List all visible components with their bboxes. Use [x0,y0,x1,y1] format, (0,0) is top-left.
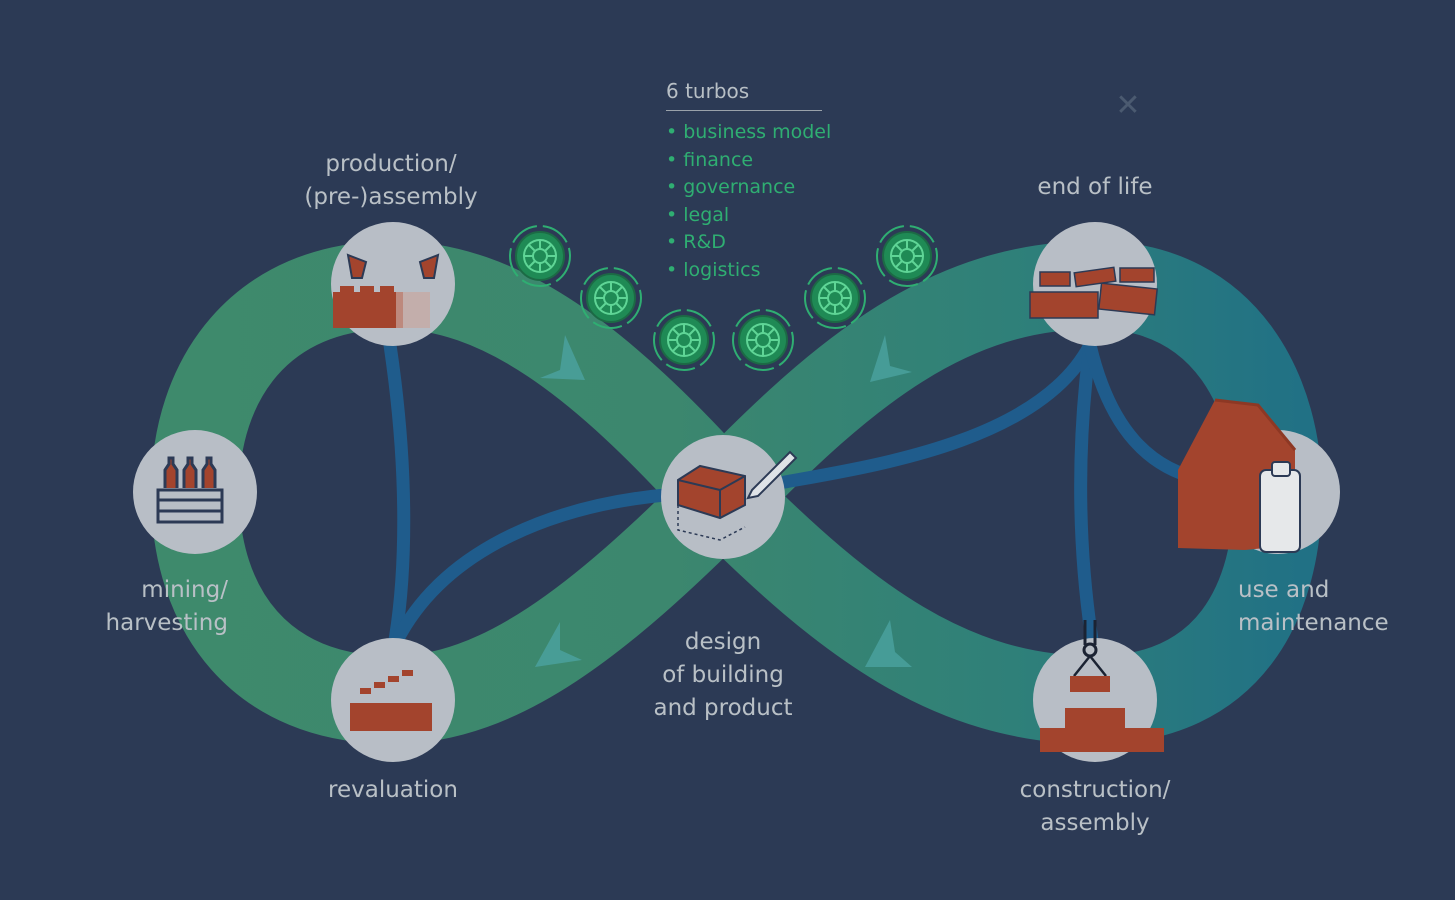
turbo-item: legal [666,202,836,230]
label-production: production/ (pre-)assembly [296,148,486,214]
label-revaluation: revaluation [303,774,483,807]
label-line: design [684,629,762,655]
turbos-title: 6 turbos [666,78,822,111]
label-line: assembly [1040,810,1150,836]
house-figure-icon [1178,398,1301,553]
brick-reuse-icon [350,670,432,731]
bottle-crate-icon [156,456,224,524]
arrow-icon [865,620,912,667]
node-use[interactable] [1178,398,1340,554]
turbo-item: business model [666,119,836,147]
label-use: use and maintenance [1238,574,1418,640]
label-end-of-life: end of life [1010,171,1180,204]
turbo-item: R&D [666,229,836,257]
label-line: construction/ [1019,777,1171,803]
label-line: production/ [325,151,457,177]
label-construction: construction/ assembly [995,774,1195,840]
brick-design-pencil-icon [677,450,798,541]
label-line: of building [662,662,784,688]
arrow-icon [540,335,585,380]
label-line: revaluation [328,777,458,803]
reverse-flow-links [383,338,1212,647]
node-revaluation[interactable] [331,638,455,762]
turbo-item: governance [666,174,836,202]
label-line: (pre-)assembly [304,184,478,210]
close-icon[interactable]: ✕ [1115,88,1141,123]
node-design[interactable] [661,435,798,559]
flow-arrows [535,335,912,667]
label-line: mining/ [141,577,228,603]
turbo-item: finance [666,147,836,175]
label-line: maintenance [1238,610,1389,636]
label-line: end of life [1037,174,1153,200]
label-mining: mining/ harvesting [60,574,228,640]
label-line: and product [653,695,793,721]
turbo-gear-icon [653,309,715,371]
node-production[interactable] [331,222,455,346]
demolished-bricks-icon [1029,266,1159,319]
arrow-icon [870,335,912,382]
node-construction[interactable] [1033,620,1164,762]
crane-bricks-icon [1040,620,1164,752]
turbo-gear-icon [732,309,794,371]
turbos-panel: 6 turbos business model finance governan… [666,78,836,285]
turbos-list: business model finance governance legal … [666,119,836,285]
node-mining[interactable] [133,430,257,554]
brick-press-icon [333,253,440,328]
turbo-item: logistics [666,257,836,285]
arrow-icon [535,622,582,667]
node-end-of-life[interactable] [1029,222,1159,346]
label-design: design of building and product [633,626,813,725]
turbo-gear-icon [876,225,938,287]
label-line: harvesting [105,610,228,636]
label-line: use and [1238,577,1330,603]
